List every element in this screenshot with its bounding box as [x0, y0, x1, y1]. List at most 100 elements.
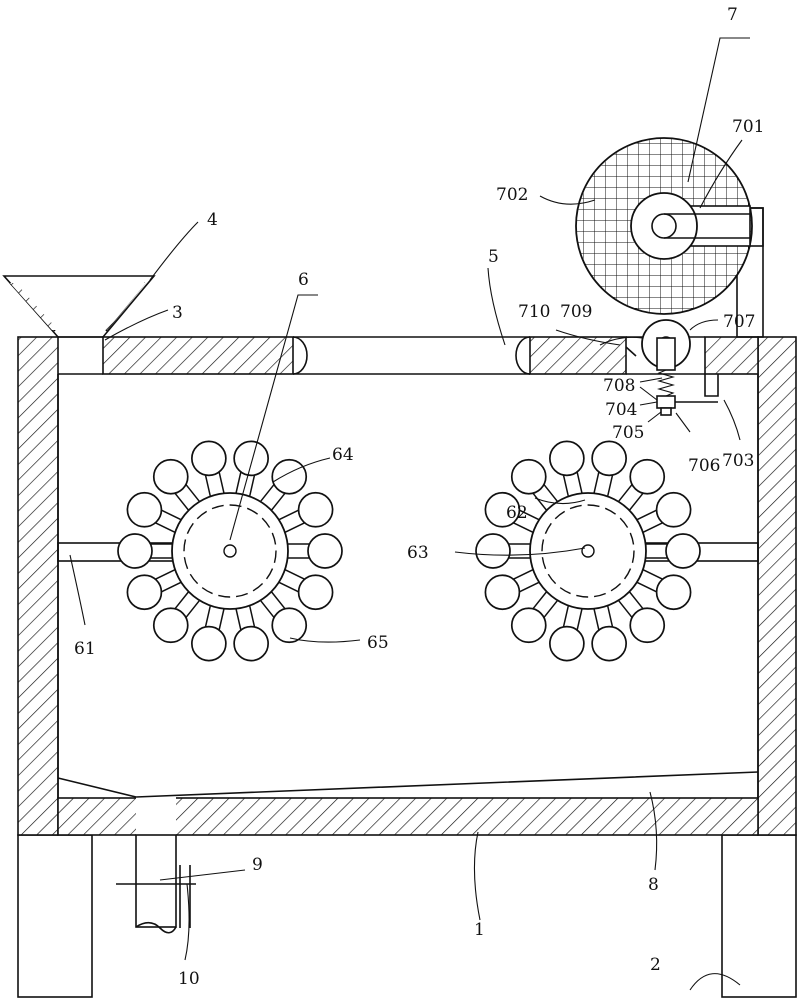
rotor-ball: [549, 625, 585, 662]
rotor-right: [475, 440, 701, 662]
label-62: 62: [506, 503, 528, 523]
rotor-ball: [297, 574, 334, 611]
label-707: 707: [723, 312, 755, 332]
rotor-spike: [512, 569, 540, 593]
rotor-left: [117, 440, 343, 662]
label-1: 1: [474, 920, 485, 940]
label-10: 10: [178, 969, 200, 989]
label-704: 704: [605, 400, 637, 420]
rotor-spike: [562, 471, 583, 497]
label-6: 6: [298, 270, 309, 290]
rotor-spike: [562, 605, 583, 631]
rotor-axle: [581, 544, 595, 558]
rotor-ball: [629, 607, 666, 644]
rotor-spike: [150, 543, 172, 559]
rotor-spike: [174, 483, 200, 511]
label-701: 701: [732, 117, 764, 137]
rotor-spike: [154, 509, 182, 533]
outlet-pipe: [135, 834, 177, 928]
rotor-spike: [618, 591, 644, 619]
label-708: 708: [603, 376, 635, 396]
rotor-ball: [297, 491, 334, 528]
label-61: 61: [74, 639, 96, 659]
label-8: 8: [648, 875, 659, 895]
rotor-spike: [593, 605, 614, 631]
rotor-spike: [532, 591, 558, 619]
rotor-spike: [593, 471, 614, 497]
rotor-ball: [475, 533, 511, 569]
rotor-spike: [235, 605, 256, 631]
label-3: 3: [172, 303, 183, 323]
label-705: 705: [612, 423, 644, 443]
rotor-ball: [591, 440, 627, 477]
label-4: 4: [207, 210, 218, 230]
rotor-ball: [126, 574, 163, 611]
right-wall: [757, 336, 797, 836]
rotor-spike: [278, 569, 306, 593]
valve-10: [116, 865, 196, 928]
rotor-spike: [235, 471, 256, 497]
rotor-spike: [260, 483, 286, 511]
label-9: 9: [252, 855, 263, 875]
rotor-spike: [512, 509, 540, 533]
rotor-ball: [233, 625, 269, 662]
rotor-ball: [191, 440, 227, 477]
rotor-spike: [646, 543, 668, 559]
label-63: 63: [407, 543, 429, 563]
rotor-ball: [126, 491, 163, 528]
rotor-ball: [510, 458, 547, 495]
left-leg: [17, 834, 93, 998]
label-64: 64: [332, 445, 354, 465]
label-65: 65: [367, 633, 389, 653]
top-plate-right: [704, 336, 759, 375]
label-703: 703: [722, 451, 754, 471]
rotor-spike: [532, 483, 558, 511]
block-704: [656, 395, 676, 409]
right-leg: [721, 834, 797, 998]
label-7: 7: [727, 5, 738, 25]
rotor-spike: [636, 509, 664, 533]
rotor-inner-dashed: [541, 504, 635, 598]
rotor-ball: [191, 625, 227, 662]
rotor-ball: [665, 533, 701, 569]
top-plate-mid: [529, 336, 627, 375]
label-706: 706: [688, 456, 720, 476]
rotor-ball: [629, 458, 666, 495]
label-710: 710: [518, 302, 550, 322]
rotor-ball: [655, 491, 692, 528]
label-709: 709: [560, 302, 592, 322]
rotor-spike: [508, 543, 530, 559]
bracket-703: [675, 374, 719, 403]
rotor-ball: [484, 491, 521, 528]
hopper-4: [2, 275, 156, 338]
rotor-ball: [484, 574, 521, 611]
rotor-spike: [260, 591, 286, 619]
rotor-spike: [174, 591, 200, 619]
left-wall: [17, 336, 59, 836]
label-2: 2: [650, 955, 661, 975]
rotor-spike: [636, 569, 664, 593]
rotor-ball: [233, 440, 269, 477]
rotor-inner-dashed: [183, 504, 277, 598]
rotor-ball: [655, 574, 692, 611]
rotor-ball: [307, 533, 343, 569]
rotor-ball: [510, 607, 547, 644]
seal-left: [292, 336, 308, 375]
rotor-spike: [278, 509, 306, 533]
label-702: 702: [496, 185, 528, 205]
rotor-axle: [223, 544, 237, 558]
rotor-spike: [154, 569, 182, 593]
seal-right: [515, 336, 531, 375]
rotor-ball: [271, 458, 308, 495]
rotor-ball: [591, 625, 627, 662]
rotor-ball: [549, 440, 585, 477]
rotor-spike: [204, 605, 225, 631]
rotor-ball: [152, 458, 189, 495]
rotor-spike: [618, 483, 644, 511]
rotor-spike: [288, 543, 310, 559]
rotor-ball: [152, 607, 189, 644]
rotor-ball: [271, 607, 308, 644]
rotor-spike: [204, 471, 225, 497]
sloped-plate: [57, 771, 759, 798]
